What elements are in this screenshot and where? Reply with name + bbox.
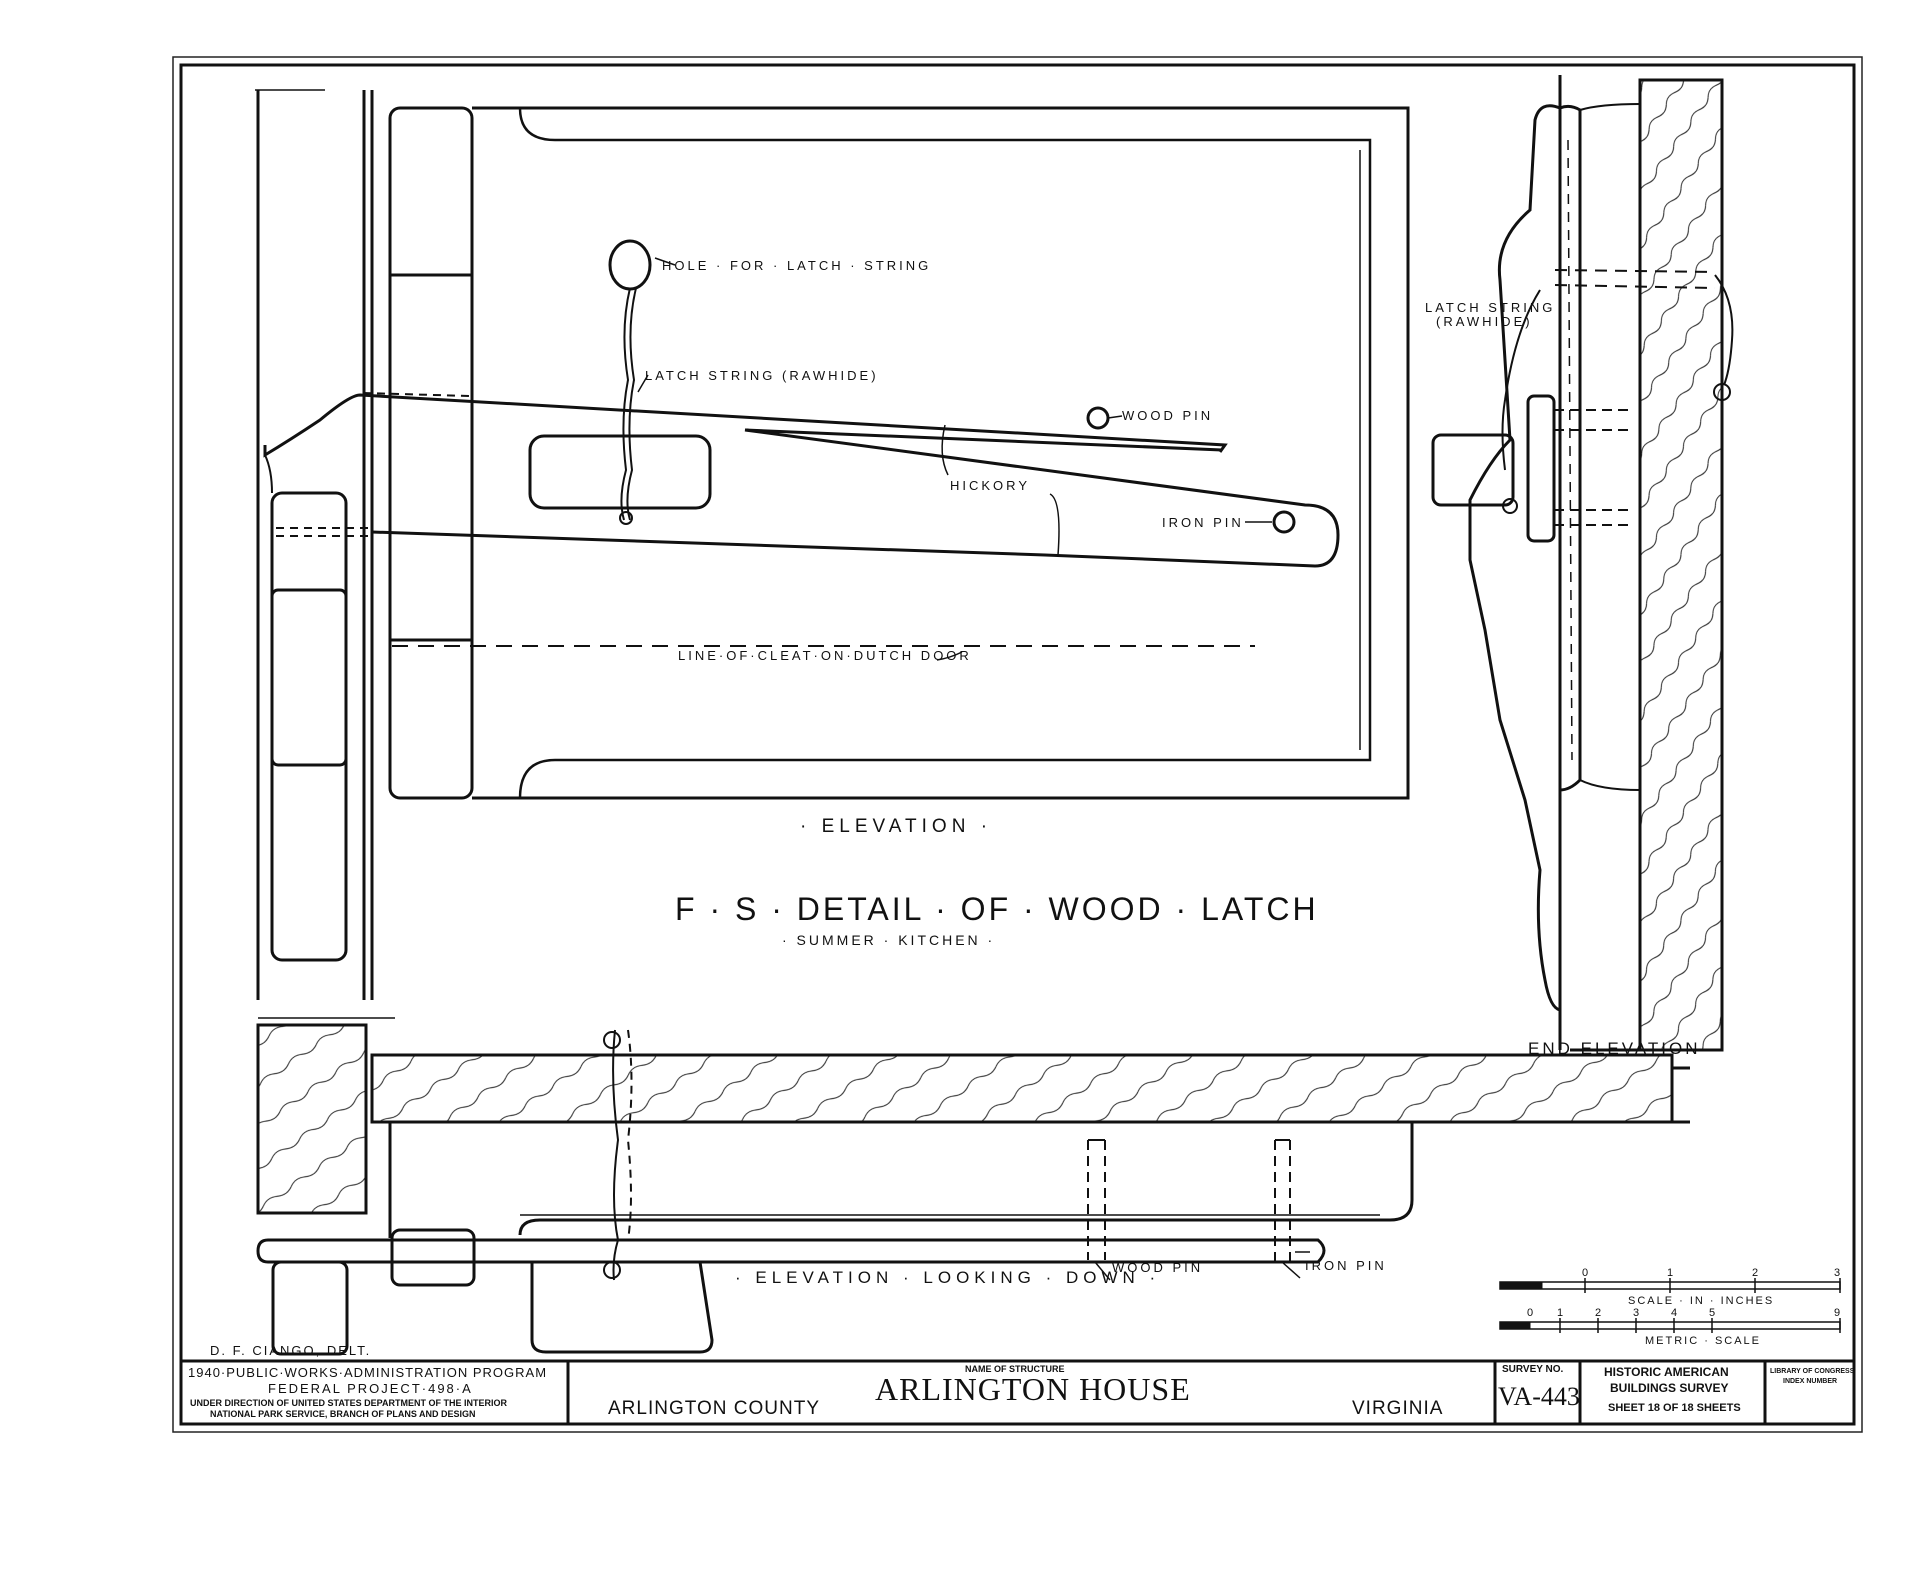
loc-label-1: LIBRARY OF CONGRESS bbox=[1770, 1368, 1855, 1375]
scale-bars bbox=[1499, 1278, 1841, 1333]
direction-line-1: UNDER DIRECTION OF UNITED STATES DEPARTM… bbox=[190, 1398, 508, 1408]
scale-labels: 0 1 2 3 SCALE · IN · INCHES 0 1 2 3 4 5 … bbox=[1527, 1267, 1840, 1347]
delineator: D. F. CIANGO, DELT. bbox=[210, 1343, 371, 1358]
metric-tick: 1 bbox=[1557, 1307, 1563, 1319]
metric-tick: 2 bbox=[1595, 1307, 1601, 1319]
drawing-labels: HOLE · FOR · LATCH · STRING LATCH STRING… bbox=[645, 258, 1701, 1287]
label-end-latch-string-1: LATCH STRING bbox=[1425, 300, 1555, 315]
name-of-structure-label: NAME OF STRUCTURE bbox=[965, 1364, 1065, 1374]
plan-view bbox=[256, 1017, 1690, 1356]
scale-tick: 0 bbox=[1582, 1267, 1588, 1279]
label-iron-pin: IRON PIN bbox=[1162, 515, 1244, 530]
loc-label-2: INDEX NUMBER bbox=[1783, 1378, 1837, 1385]
project-line: FEDERAL PROJECT·498·A bbox=[268, 1381, 473, 1396]
metric-tick: 0 bbox=[1527, 1307, 1533, 1319]
inner-border bbox=[179, 63, 1856, 1426]
elevation-view bbox=[255, 89, 1410, 1000]
survey-org-1: HISTORIC AMERICAN bbox=[1604, 1365, 1729, 1379]
metric-scale-label: METRIC · SCALE bbox=[1645, 1335, 1761, 1347]
label-hole: HOLE · FOR · LATCH · STRING bbox=[662, 258, 931, 273]
metric-tick: 4 bbox=[1671, 1307, 1677, 1319]
structure-name: ARLINGTON HOUSE bbox=[875, 1371, 1191, 1407]
scale-tick: 3 bbox=[1834, 1267, 1840, 1279]
view-title-looking-down: · ELEVATION · LOOKING · DOWN · bbox=[735, 1268, 1160, 1287]
survey-number: VA-443 bbox=[1498, 1382, 1580, 1411]
scale-tick: 1 bbox=[1667, 1267, 1673, 1279]
county: ARLINGTON COUNTY bbox=[608, 1398, 820, 1419]
metric-tick: 3 bbox=[1633, 1307, 1639, 1319]
label-cleat-line: LINE·OF·CLEAT·ON·DUTCH DOOR bbox=[678, 648, 972, 663]
direction-line-2: NATIONAL PARK SERVICE, BRANCH OF PLANS A… bbox=[210, 1409, 476, 1419]
label-hickory: HICKORY bbox=[950, 478, 1030, 493]
label-wood-pin: WOOD PIN bbox=[1122, 408, 1213, 423]
label-bottom-wood-pin: WOOD PIN bbox=[1112, 1260, 1203, 1275]
program-line: 1940·PUBLIC·WORKS·ADMINISTRATION PROGRAM bbox=[188, 1365, 547, 1380]
view-title-elevation: · ELEVATION · bbox=[800, 816, 992, 837]
drawing-main-title: F · S · DETAIL · OF · WOOD · LATCH bbox=[675, 891, 1319, 927]
scale-inches-label: SCALE · IN · INCHES bbox=[1628, 1295, 1774, 1307]
scale-tick: 2 bbox=[1752, 1267, 1758, 1279]
title-block bbox=[181, 1359, 1854, 1424]
sheet-number: SHEET 18 OF 18 SHEETS bbox=[1608, 1402, 1741, 1414]
metric-tick: 9 bbox=[1834, 1307, 1840, 1319]
metric-tick: 5 bbox=[1709, 1307, 1715, 1319]
label-latch-string: LATCH STRING (RAWHIDE) bbox=[645, 368, 879, 383]
outer-border bbox=[172, 56, 1863, 1433]
view-title-end-elevation: END ELEVATION bbox=[1528, 1039, 1701, 1058]
title-block-text: D. F. CIANGO, DELT. 1940·PUBLIC·WORKS·AD… bbox=[188, 1343, 1855, 1419]
survey-no-label: SURVEY NO. bbox=[1502, 1364, 1564, 1375]
drawing-subtitle: · SUMMER · KITCHEN · bbox=[782, 932, 995, 948]
state: VIRGINIA bbox=[1352, 1398, 1443, 1419]
end-elevation-view bbox=[1431, 75, 1734, 1052]
label-bottom-iron-pin: IRON PIN bbox=[1305, 1258, 1387, 1273]
label-end-latch-string-2: (RAWHIDE) bbox=[1436, 314, 1533, 329]
survey-org-2: BUILDINGS SURVEY bbox=[1610, 1381, 1728, 1395]
